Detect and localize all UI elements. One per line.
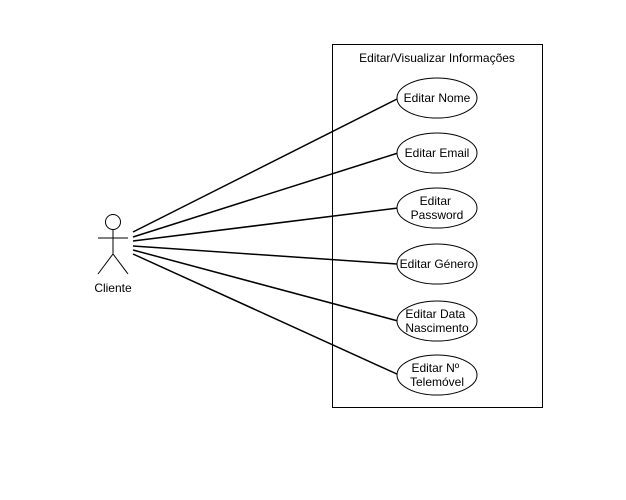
actor-label: Cliente xyxy=(94,281,132,295)
use-case-data-nascimento: Editar Data Nascimento xyxy=(396,300,478,342)
actor-right-leg xyxy=(112,253,129,275)
use-case-label-line: Editar Data xyxy=(405,307,465,321)
use-case-ellipse xyxy=(396,77,478,119)
association-line-4 xyxy=(132,249,399,322)
association-line-3 xyxy=(132,245,398,265)
use-case-email: Editar Email xyxy=(396,132,478,174)
association-line-5 xyxy=(132,253,400,376)
actor-head xyxy=(105,214,121,230)
use-case-label-line: Nascimento xyxy=(405,321,469,335)
use-case-label: Editar Email xyxy=(405,146,470,160)
use-case-telemovel: Editar Nº Telemóvel xyxy=(396,354,478,396)
association-line-0 xyxy=(132,97,400,233)
actor-left-leg xyxy=(97,253,114,275)
use-case-label-line: Editar xyxy=(420,194,451,208)
use-case-nome: Editar Nome xyxy=(396,77,478,119)
use-case-label: Editar Nome xyxy=(404,91,471,105)
use-case-ellipse xyxy=(396,132,478,174)
actor-cliente: Cliente xyxy=(94,214,132,295)
use-case-label: Editar Nº Telemóvel xyxy=(410,361,464,389)
association-line-1 xyxy=(132,152,399,238)
use-case-label-line: Telemóvel xyxy=(410,375,464,389)
use-case-ellipse xyxy=(396,187,478,229)
use-case-label: Editar Password xyxy=(411,194,464,222)
use-case-label-line: Editar Género xyxy=(400,257,475,271)
use-case-label-line: Editar Nome xyxy=(404,91,471,105)
use-case-ellipse xyxy=(396,354,478,396)
association-line-2 xyxy=(132,207,399,242)
use-case-genero: Editar Género xyxy=(396,243,478,285)
use-case-password: Editar Password xyxy=(396,187,478,229)
use-case-label: Editar Data Nascimento xyxy=(405,307,469,335)
use-case-label: Editar Género xyxy=(400,257,475,271)
associations xyxy=(132,97,400,376)
use-case-label-line: Password xyxy=(411,208,464,222)
system-boundary-title: Editar/Visualizar Informações xyxy=(359,51,515,65)
use-case-ellipse xyxy=(396,243,478,285)
use-case-ellipse xyxy=(396,300,478,342)
use-case-label-line: Editar Nº xyxy=(411,361,459,375)
use-case-label-line: Editar Email xyxy=(405,146,470,160)
